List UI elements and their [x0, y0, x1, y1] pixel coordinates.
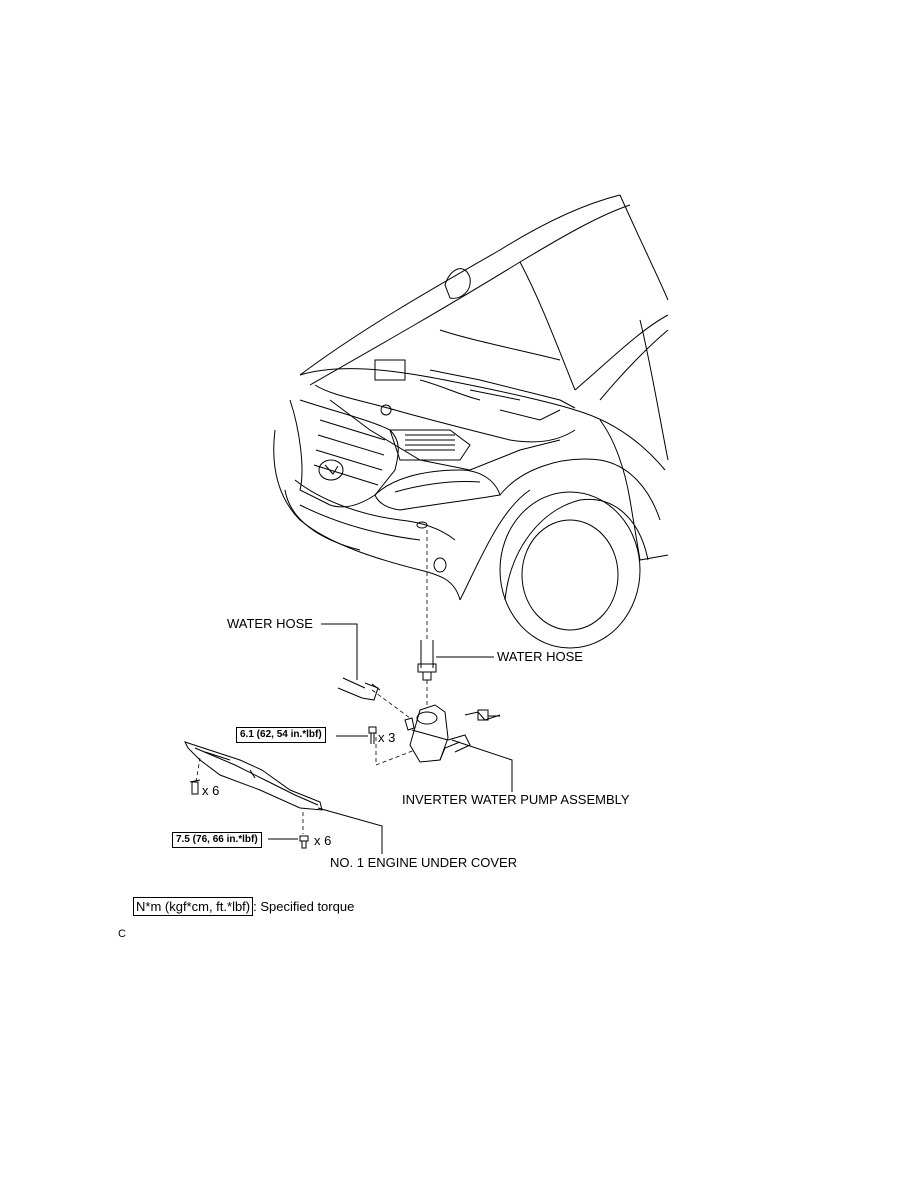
bolts	[189, 726, 377, 849]
torque-unit-box: N*m (kgf*cm, ft.*lbf)	[133, 897, 254, 916]
leader-lines	[268, 623, 513, 854]
water-hose-right-part	[417, 640, 437, 681]
inverter-pump-label: INVERTER WATER PUMP ASSEMBLY	[402, 792, 630, 807]
figure-code: C	[118, 928, 126, 940]
cover-bolt-torque: 7.5 (76, 66 in.*lbf)	[172, 832, 262, 848]
pump-bolt-quantity: x 3	[378, 730, 396, 745]
guide-lines	[195, 530, 428, 834]
engine-under-cover-part	[184, 741, 323, 811]
cover-bolt-quantity: x 6	[314, 833, 332, 848]
under-cover-label: NO. 1 ENGINE UNDER COVER	[330, 855, 518, 870]
vehicle-body	[273, 194, 669, 649]
inverter-water-pump	[404, 704, 501, 763]
pump-bolt-torque: 6.1 (62, 54 in.*lbf)	[236, 727, 326, 743]
cover-clip-quantity: x 6	[202, 783, 220, 798]
torque-legend-description: : Specified torque	[253, 899, 355, 914]
water-hose-right-label: WATER HOSE	[497, 649, 583, 664]
water-hose-left-part	[337, 677, 381, 701]
water-hose-left-label: WATER HOSE	[227, 616, 313, 631]
torque-legend: N*m (kgf*cm, ft.*lbf): Specified torque	[133, 897, 355, 916]
